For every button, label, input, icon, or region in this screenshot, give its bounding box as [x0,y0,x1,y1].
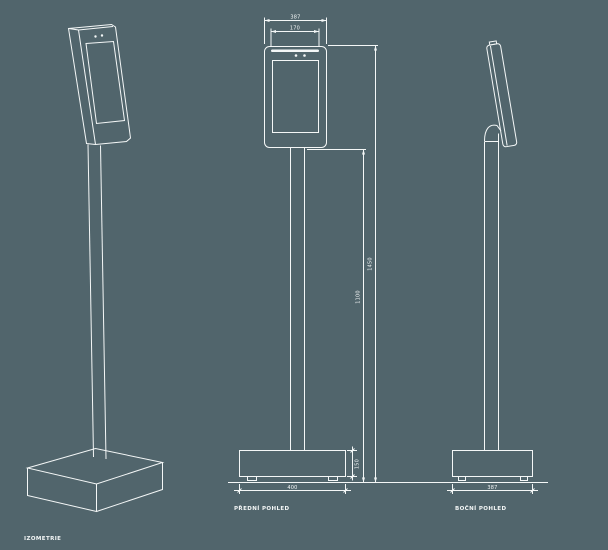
side-foot-left [458,476,466,481]
side-view-label: BOČNÍ POHLED [455,504,506,512]
dim-front-base-width-value: 400 [287,485,297,491]
speaker-slot [271,49,319,52]
side-base [452,450,533,477]
front-view-label: PŘEDNÍ POHLED [234,504,290,512]
dim-pole-height: 1100 [307,149,366,483]
side-foot-right [520,476,528,481]
iso-base-top [25,447,165,485]
dim-front-base-width: 400 [234,484,351,494]
dim-slot-width: 170 [270,26,320,47]
front-foot-right [328,476,338,481]
side-screen-top-tab [488,40,498,46]
sensor-icon [303,54,306,57]
front-base [239,450,346,477]
front-foot-left [247,476,257,481]
iso-pole-right [100,145,107,460]
camera-icon [94,35,97,38]
side-screen-edge [489,45,508,146]
dim-pole-height-value: 1100 [356,290,362,304]
dim-screen-width-value: 387 [290,15,300,21]
dim-total-height-value: 1450 [368,257,374,271]
iso-screen-outline [67,23,132,146]
dim-total-height: 1450 [328,45,378,483]
front-display [272,60,319,133]
side-view: BOČNÍ POHLED [452,40,533,512]
iso-display [85,40,126,125]
iso-base-right-face [96,462,163,512]
dim-screen-width: 387 [264,15,327,44]
isometric-view: IZOMETRIE [24,23,165,542]
dim-side-base-depth: 387 [447,484,538,494]
iso-screen-edge [68,26,114,145]
sensor-icon [100,34,104,37]
dim-side-base-depth-value: 387 [487,485,497,491]
dim-base-height: 150 [347,446,361,481]
front-view: PŘEDNÍ POHLED [234,46,346,512]
iso-base-left-face [27,468,97,513]
camera-icon [294,54,298,57]
dim-base-height-value: 150 [355,459,361,469]
side-screen-body [486,43,518,148]
dim-slot-width-value: 170 [290,26,300,32]
iso-pole-left [87,144,94,458]
front-screen-body [264,46,327,148]
side-bracket [484,124,502,142]
isometric-view-label: IZOMETRIE [24,536,61,542]
